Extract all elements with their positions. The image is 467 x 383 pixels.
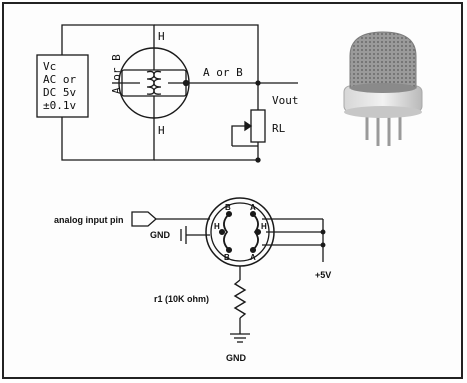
socket-link-right (252, 213, 259, 251)
socket-pin-labels: B A H H B A (214, 203, 267, 262)
top-circuit (36, 24, 298, 163)
rl-body (250, 109, 266, 143)
mq-sensor-illustration (343, 31, 423, 146)
wire-top-left (61, 24, 155, 55)
pin-a-or-b-horizontal-label: A or B (203, 66, 243, 79)
sensor-socket (205, 197, 275, 267)
pin-h-top-label: H (158, 30, 165, 43)
junction-right (182, 79, 190, 87)
supply-label-1: Vc (43, 60, 56, 73)
analog-input-tag (131, 211, 157, 227)
analog-input-label: analog input pin (54, 215, 124, 225)
rl-wiper-arrow (244, 120, 253, 132)
supply-label-2: AC or (43, 73, 76, 86)
junction-bottom (255, 157, 261, 163)
pin-h-right-label: H (261, 222, 267, 231)
r1-label: r1 (10K ohm) (154, 294, 209, 304)
heater-coil (146, 70, 155, 95)
pin-a-top-label: A (250, 203, 256, 212)
wire-top-right (154, 24, 259, 93)
pin-h-left-label: H (214, 222, 220, 231)
pin-a-bottom-label: A (250, 253, 256, 262)
pin-a-or-b-vertical-label: A or B (110, 54, 123, 94)
vout-label: Vout (272, 94, 299, 107)
sensor-cap-rim (350, 83, 416, 93)
pin-b-bottom-label: B (224, 253, 230, 262)
supply-label-3: DC 5v (43, 86, 76, 99)
sensor-base-rim (344, 106, 422, 118)
junction-5v-1 (320, 229, 326, 235)
wire-bottom-left (61, 117, 155, 161)
pin-b-top-label: B (225, 203, 231, 212)
vplus-label: +5V (315, 270, 331, 280)
heater-coil-right (153, 70, 162, 95)
r1-zigzag (233, 279, 247, 319)
rl-wiper-wire (231, 125, 249, 146)
supply-label-4: ±0.1v (43, 99, 76, 112)
sensor-mesh-cap (349, 31, 417, 89)
junction-5v-2 (320, 242, 326, 248)
gnd-left-label: GND (150, 230, 171, 240)
bottom-circuit (131, 197, 326, 343)
socket-link-left (223, 213, 230, 251)
gnd-bottom-label: GND (226, 353, 247, 363)
supply-labels: Vc AC or DC 5v ±0.1v (43, 60, 76, 112)
junction-vout (255, 80, 261, 86)
rl-label: RL (272, 122, 286, 135)
pin-h-bottom-label: H (158, 124, 165, 137)
